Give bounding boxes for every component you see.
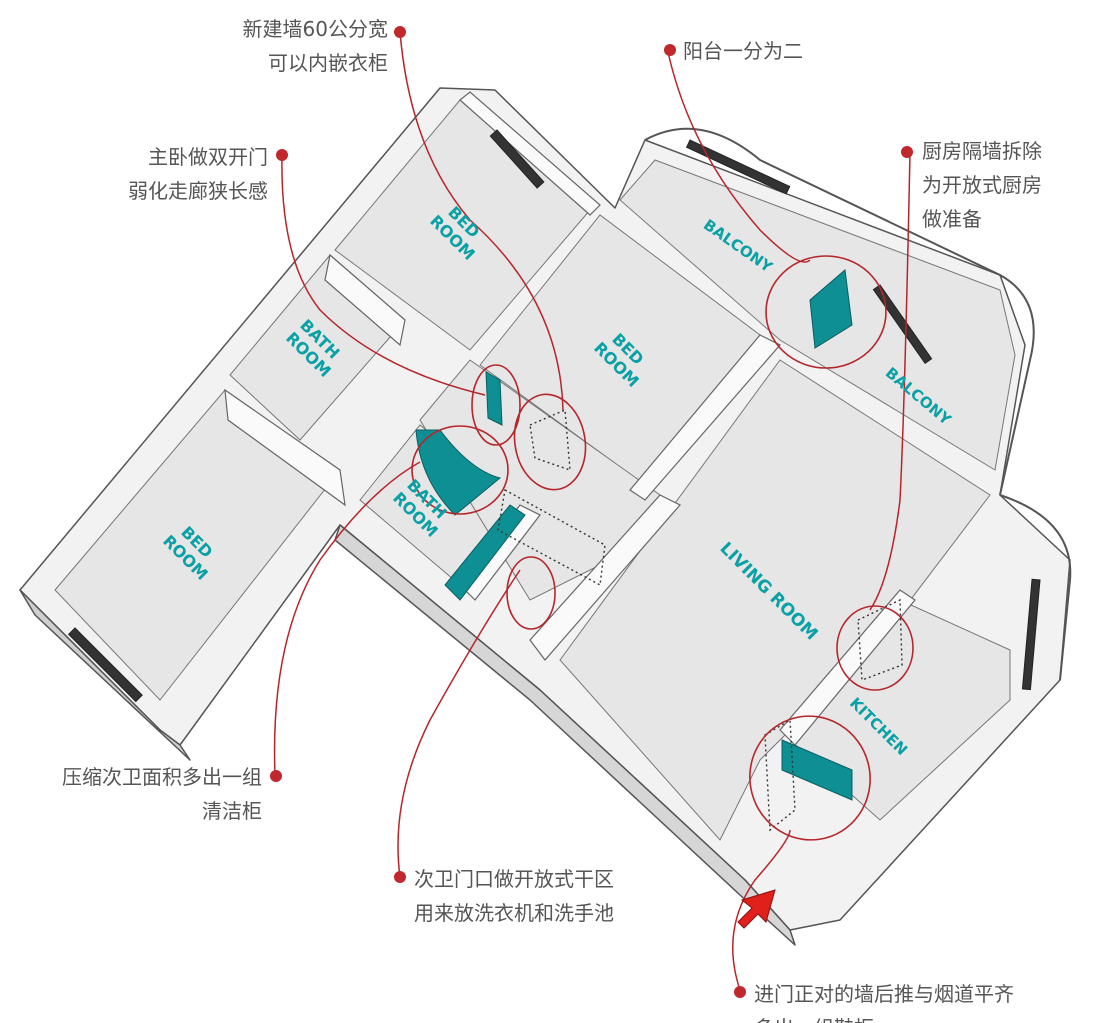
wall-bed-left-top: [224, 388, 346, 507]
circle-master-door: [471, 364, 521, 446]
window-kitchen: [1021, 578, 1041, 691]
leader-entry: [731, 829, 791, 991]
dot-master-door: [276, 149, 288, 161]
bath-curved-partition: [415, 429, 502, 516]
note-entry-wall-line1: 进门正对的墙后推与烟道平齐: [754, 982, 1014, 1006]
cabinet-hatches: [497, 408, 903, 832]
wall-living-kitchen: [779, 589, 916, 746]
dot-kitchen: [901, 146, 913, 158]
note-dry-zone: 次卫门口做开放式干区 用来放洗衣机和洗手池: [414, 862, 614, 930]
window-balcony-1: [685, 139, 791, 195]
wall-bed-top-divider: [459, 91, 601, 216]
balcony-partition: [809, 269, 853, 349]
hatch-kitchen-wall: [857, 598, 903, 681]
kitchen-counter: [781, 739, 853, 801]
note-kitchen-wall-line2: 为开放式厨房: [922, 173, 1042, 197]
note-balcony-split-line1: 阳台一分为二: [683, 39, 803, 63]
hatch-closet-wall: [529, 408, 571, 472]
note-kitchen-wall: 厨房隔墙拆除 为开放式厨房 做准备: [922, 134, 1042, 236]
circle-dry-zone: [506, 556, 556, 630]
note-new-wall-line1: 新建墙60公分宽: [242, 17, 388, 41]
note-bath-cabinet-line1: 压缩次卫面积多出一组: [62, 765, 262, 789]
circle-bath-cabinet: [411, 425, 509, 515]
wall-bedmid-living: [629, 334, 781, 501]
callout-dots: [270, 26, 913, 998]
window-bed-left: [67, 627, 143, 703]
dot-entry: [734, 986, 746, 998]
hatch-dry-zone: [497, 488, 606, 587]
note-kitchen-wall-line3: 做准备: [922, 207, 982, 231]
note-entry-wall-line2: 多出一组鞋柜: [754, 1011, 1014, 1023]
teal-elements: [415, 269, 853, 801]
wall-corridor-living: [529, 494, 681, 661]
note-balcony-split: 阳台一分为二: [683, 34, 803, 68]
windows: [67, 129, 1041, 703]
note-new-wall: 新建墙60公分宽 可以内嵌衣柜: [243, 12, 388, 80]
wall-bath-top-divider: [324, 253, 406, 347]
note-entry-wall: 进门正对的墙后推与烟道平齐 多出一组鞋柜: [754, 977, 1014, 1023]
leader-balcony: [667, 51, 811, 263]
circle-kitchen-wall: [836, 605, 914, 691]
note-bath-cabinet-line2: 清洁柜: [202, 799, 262, 823]
dot-dry-zone: [394, 871, 406, 883]
note-master-door-line1: 主卧做双开门: [148, 145, 268, 169]
leader-new-wall: [399, 31, 564, 411]
inner-walls: [224, 91, 916, 746]
master-double-door: [485, 371, 503, 426]
dry-zone-cabinet: [444, 504, 526, 601]
entry-arrow-shape: [737, 889, 776, 929]
circle-entry-wall: [749, 715, 871, 841]
callout-leaders: [273, 31, 911, 991]
left-wing-side: [19, 589, 191, 761]
entry-arrow-icon: [737, 889, 776, 929]
dot-balcony: [664, 44, 676, 56]
note-dry-zone-line2: 用来放洗衣机和洗手池: [414, 901, 614, 925]
leader-dry-zone: [397, 569, 521, 878]
leader-bath-cabinet: [273, 461, 421, 776]
callout-circles: [411, 255, 914, 841]
balcony-curved-rail: [644, 127, 1035, 496]
leader-master-door: [281, 154, 486, 396]
circle-balcony-split: [765, 255, 887, 369]
kitchen-curved-edge: [999, 494, 1072, 681]
note-master-door: 主卧做双开门 弱化走廊狭长感: [128, 140, 268, 208]
dot-new-wall: [394, 26, 406, 38]
note-kitchen-wall-line1: 厨房隔墙拆除: [922, 139, 1042, 163]
bottom-wall-side: [334, 524, 796, 946]
note-new-wall-line2: 可以内嵌衣柜: [268, 51, 388, 75]
leader-kitchen: [869, 151, 911, 611]
note-master-door-line2: 弱化走廊狭长感: [128, 179, 268, 203]
window-bed-top: [489, 129, 545, 189]
circle-new-wall: [513, 393, 587, 491]
note-dry-zone-line1: 次卫门口做开放式干区: [414, 867, 614, 891]
note-bath-cabinet: 压缩次卫面积多出一组 清洁柜: [62, 760, 262, 828]
dot-bath-cabinet: [270, 770, 282, 782]
